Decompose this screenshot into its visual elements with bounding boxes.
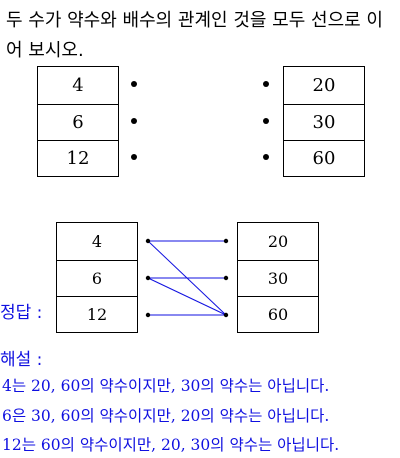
question-line-1: 두 수가 약수와 배수의 관계인 것을 모두 선으로 이 <box>6 10 383 31</box>
problem-left-dot[interactable] <box>131 154 137 160</box>
problem-right-cell: 60 <box>312 147 336 169</box>
answer-connection-line <box>147 277 227 316</box>
answer-right-cell: 20 <box>238 223 318 261</box>
answer-right-dot <box>223 238 229 244</box>
problem-left-dot[interactable] <box>131 118 137 124</box>
problem-right-box: 20 30 60 <box>283 66 365 177</box>
explanation-line-3: 12는 60의 약수이지만, 20, 30의 약수는 아닙니다. <box>2 436 340 454</box>
answer-right-cell: 60 <box>267 304 289 324</box>
problem-left-cell: 12 <box>66 147 90 169</box>
answer-right-cell: 30 <box>238 260 318 297</box>
answer-label: 정답 : <box>0 303 43 323</box>
answer-left-box: 4 6 12 <box>56 222 138 333</box>
problem-right-cell: 30 <box>284 104 364 141</box>
problem-right-dot[interactable] <box>263 118 269 124</box>
answer-right-box: 20 30 60 <box>237 222 319 333</box>
explanation-title: 해설 : <box>0 350 43 370</box>
problem-right-cell: 20 <box>284 67 364 105</box>
explanation-line-1: 4는 20, 60의 약수이지만, 30의 약수는 아닙니다. <box>2 377 330 395</box>
problem-left-box: 4 6 12 <box>37 66 119 177</box>
problem-left-cell: 4 <box>38 67 118 105</box>
answer-right-dot <box>223 275 229 281</box>
answer-left-dot <box>145 238 151 244</box>
problem-right-dot[interactable] <box>263 81 269 87</box>
question-line-2: 어 보시오. <box>6 40 84 61</box>
problem-left-dot[interactable] <box>131 81 137 87</box>
answer-left-cell: 6 <box>57 260 137 297</box>
problem-right-dot[interactable] <box>263 154 269 160</box>
answer-left-dot <box>145 275 151 281</box>
answer-left-cell: 4 <box>57 223 137 261</box>
answer-left-cell: 12 <box>86 304 108 324</box>
explanation-line-2: 6은 30, 60의 약수이지만, 20의 약수는 아닙니다. <box>2 407 330 425</box>
problem-left-cell: 6 <box>38 104 118 141</box>
answer-right-dot <box>223 312 229 318</box>
answer-left-dot <box>145 312 151 318</box>
